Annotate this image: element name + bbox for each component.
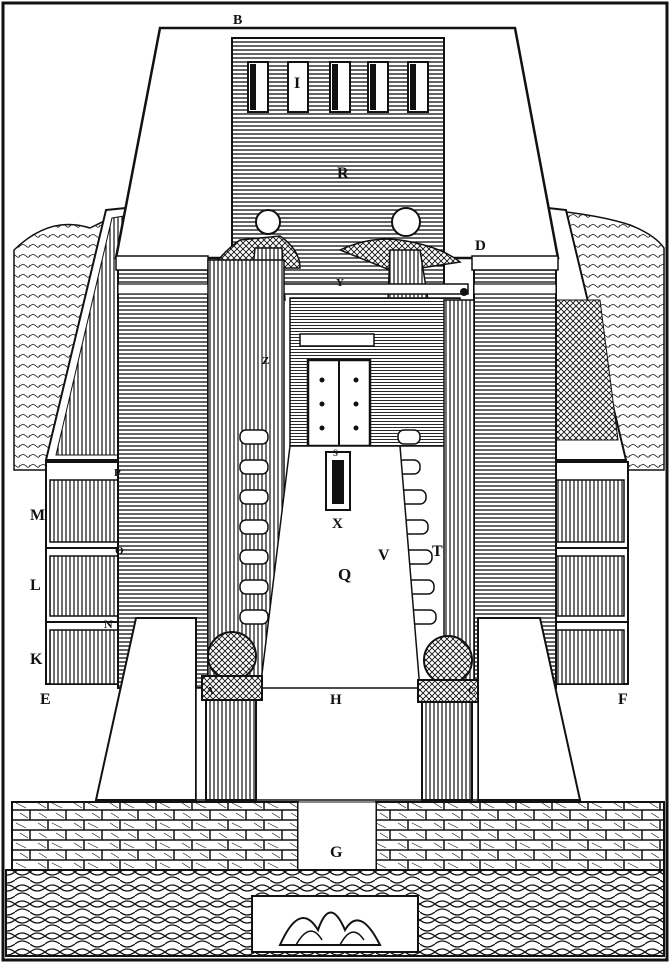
label-H: H bbox=[330, 692, 342, 708]
label-Y: Y bbox=[336, 277, 344, 289]
label-P: P bbox=[114, 467, 121, 479]
front-wall-right bbox=[375, 801, 665, 871]
letter-labels: B I R D Y Z P M O L N K E F X V T Q S H … bbox=[30, 13, 628, 861]
pillar-left bbox=[205, 699, 257, 801]
label-F: F bbox=[618, 691, 628, 708]
label-Z: Z bbox=[262, 355, 269, 367]
label-L: L bbox=[30, 577, 41, 594]
label-B: B bbox=[233, 13, 242, 28]
label-T: T bbox=[432, 543, 443, 560]
label-G: G bbox=[330, 844, 343, 861]
label-O: O bbox=[115, 545, 124, 557]
fire-icon bbox=[278, 911, 382, 946]
label-K: K bbox=[30, 651, 43, 668]
label-V: V bbox=[378, 547, 390, 564]
label-M: M bbox=[30, 507, 45, 524]
pillar-right bbox=[421, 699, 473, 801]
label-A: A bbox=[206, 685, 214, 697]
label-N: N bbox=[104, 617, 113, 631]
pillar-capitals bbox=[201, 631, 479, 703]
label-C: C bbox=[468, 685, 476, 697]
label-R: R bbox=[337, 165, 349, 182]
label-D: D bbox=[475, 238, 486, 254]
label-X: X bbox=[332, 516, 343, 532]
tower-windows bbox=[247, 61, 429, 113]
label-I: I bbox=[294, 75, 300, 92]
label-S: S bbox=[333, 448, 338, 458]
left-lampstands bbox=[239, 429, 269, 625]
label-Q: Q bbox=[338, 565, 351, 584]
front-wall-left bbox=[11, 801, 299, 871]
label-E: E bbox=[40, 691, 51, 708]
